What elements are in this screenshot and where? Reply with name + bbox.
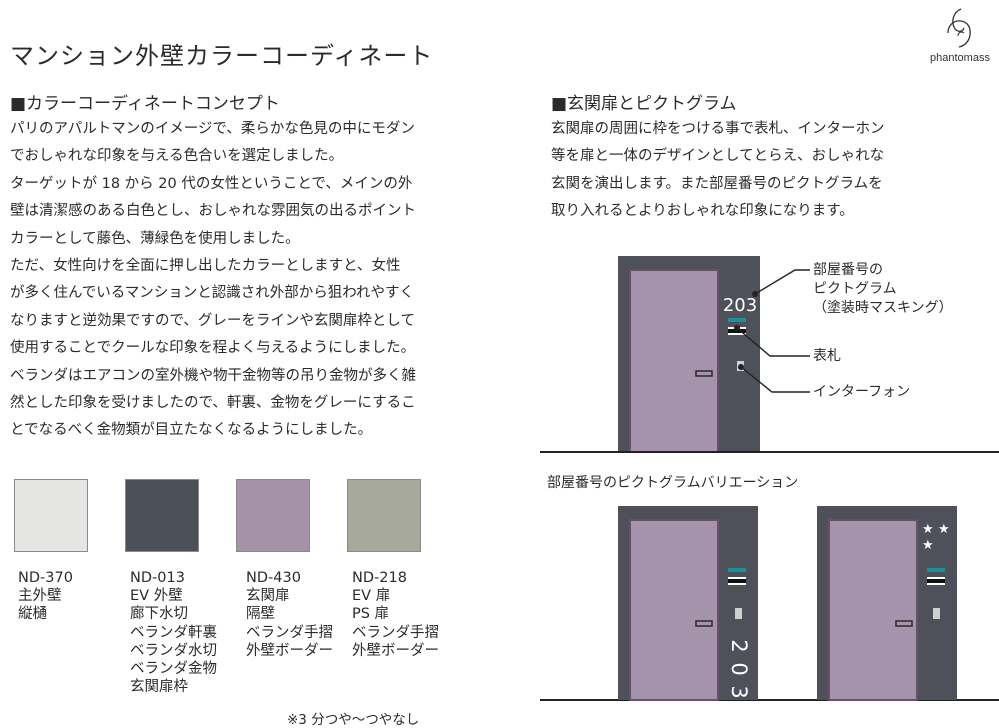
nameplate-accent: [728, 318, 746, 322]
nameplate-band: [927, 579, 945, 583]
concept-body: パリのアパルトマンのイメージで、柔らかな色見の中にモダン でおしゃれな印象を与え…: [10, 116, 416, 445]
vertical-digit: 2: [727, 639, 751, 652]
concept-line: 壁は清潔感のある白色とし、おしゃれな雰囲気の出るポイント: [10, 203, 416, 220]
swatch-code: ND-218: [352, 570, 407, 586]
variation-diagram: 2 0 3 ★ ★ ★: [540, 506, 999, 701]
door-handle-icon: [895, 620, 913, 627]
callout-label: （塗装時マスキング）: [813, 300, 953, 316]
door-heading: ■玄関扉とピクトグラム: [551, 94, 737, 114]
swatch-use: 主外壁: [18, 588, 62, 605]
swatch-caption-nd218: ND-218 EV 扉 PS 扉 ベランダ手摺 外壁ボーダー: [352, 569, 439, 660]
swatch-use: ベランダ手摺: [352, 624, 439, 641]
room-number-pictogram: 203: [723, 295, 757, 316]
leader-line-nameplate: [736, 327, 810, 357]
swatch-use: ベランダ軒裏: [130, 624, 217, 641]
door-body: 玄関扉の周囲に枠をつける事で表札、インターホン 等を扉と一体のデザインとしてとら…: [551, 116, 885, 226]
callout-intercom: インターフォン: [813, 384, 911, 400]
brand-logo: phantomass: [928, 6, 992, 66]
swatch-use: 玄関扉: [246, 588, 290, 605]
leader-line-pictogram: [754, 269, 810, 295]
star-icon: ★: [922, 538, 934, 553]
door-line: 取り入れるとよりおしゃれな印象になります。: [551, 203, 854, 220]
door-panel-variant-2: [828, 519, 918, 701]
concept-line: 然とした印象を受けましたので、軒裏、金物をグレーにするこ: [10, 395, 416, 412]
color-swatch-nd218: [347, 479, 421, 552]
swatch-use: ベランダ手摺: [246, 624, 333, 641]
swatch-use: EV 扉: [352, 588, 391, 605]
concept-line: ベランダはエアコンの室外機や物干金物等の吊り金物が多く雑: [10, 367, 416, 384]
concept-line: なりますと逆効果ですので、グレーをラインや玄関扉枠として: [10, 312, 415, 329]
intercom-icon: [735, 608, 742, 619]
swatch-use: 外壁ボーダー: [352, 642, 439, 659]
callout-label: 部屋番号の: [813, 262, 883, 278]
variation-heading: 部屋番号のピクトグラムバリエーション: [547, 475, 799, 491]
nameplate-accent: [927, 568, 945, 572]
door-handle-icon: [695, 370, 713, 377]
door-diagram: 203: [540, 256, 999, 453]
leader-dot: [734, 325, 740, 331]
callout-label: ピクトグラム: [813, 281, 897, 297]
nameplate-band: [728, 579, 746, 583]
concept-line: でおしゃれな印象を与える色合いを選定しました。: [10, 148, 344, 165]
star-icon: ★: [922, 522, 934, 537]
brand-name: phantomass: [930, 52, 990, 64]
swatch-use: 縦樋: [18, 606, 47, 623]
swatch-code: ND-370: [18, 570, 73, 586]
swatch-use: 廊下水切: [130, 606, 188, 623]
swatch-code: ND-013: [130, 570, 185, 586]
vertical-digit: 3: [727, 685, 751, 698]
swatch-use: 隔壁: [246, 606, 275, 623]
color-swatch-nd370: [14, 479, 88, 552]
concept-line: が多く住んでいるマンションと認識され外部から狙われやすく: [10, 285, 414, 302]
color-swatch-nd013: [125, 479, 199, 552]
swatch-caption-nd013: ND-013 EV 外壁 廊下水切 ベランダ軒裏 ベランダ水切 ベランダ金物 玄…: [130, 569, 217, 696]
swatch-use: EV 外壁: [130, 588, 183, 605]
star-icon: ★: [938, 522, 950, 537]
concept-line: パリのアパルトマンのイメージで、柔らかな色見の中にモダン: [10, 121, 415, 137]
swatch-caption-nd430: ND-430 玄関扉 隔壁 ベランダ手摺 外壁ボーダー: [246, 569, 333, 660]
swatch-use: ベランダ水切: [130, 642, 217, 659]
swatch-use: ベランダ金物: [130, 661, 217, 678]
door-line: 玄関を演出します。また部屋番号のピクトグラムを: [551, 175, 883, 192]
door-line: 玄関扉の周囲に枠をつける事で表札、インターホン: [551, 121, 885, 137]
phantomass-logo-icon: [947, 8, 971, 48]
door-panel: [629, 269, 719, 453]
callout-pictogram: 部屋番号の ピクトグラム （塗装時マスキング）: [813, 261, 953, 318]
concept-heading: ■カラーコーディネートコンセプト: [10, 94, 280, 114]
door-handle-icon: [695, 620, 713, 627]
color-swatch-nd430: [236, 479, 310, 552]
concept-line: とでなるべく金物類が目立たなくなるようにしました。: [10, 422, 373, 439]
callout-nameplate: 表札: [813, 348, 841, 364]
swatch-use: PS 扉: [352, 606, 390, 623]
leader-dot: [738, 364, 744, 370]
swatch-code: ND-430: [246, 570, 301, 586]
page-title: マンション外壁カラーコーディネート: [10, 42, 434, 70]
concept-line: ターゲットが 18 から 20 代の女性ということで、メインの外: [10, 175, 413, 192]
swatch-use: 外壁ボーダー: [246, 642, 333, 659]
leader-line-intercom: [740, 366, 810, 393]
swatch-use: 玄関扉枠: [130, 679, 188, 696]
door-panel-variant-1: [629, 519, 719, 701]
door-line: 等を扉と一体のデザインとしてとらえ、おしゃれな: [551, 148, 885, 165]
nameplate-accent: [728, 568, 746, 572]
vertical-digit: 0: [727, 662, 751, 675]
gloss-note: ※3 分つや〜つやなし: [287, 712, 420, 728]
concept-line: 使用することでクールな印象を程よく与えるようにしました。: [10, 340, 416, 357]
leader-dot: [752, 291, 758, 297]
concept-line: ただ、女性向けを全面に押し出したカラーとしますと、女性: [10, 258, 401, 275]
intercom-icon: [933, 608, 940, 619]
swatch-caption-nd370: ND-370 主外壁 縦樋: [18, 569, 73, 624]
concept-line: カラーとして藤色、薄緑色を使用しました。: [10, 230, 300, 247]
